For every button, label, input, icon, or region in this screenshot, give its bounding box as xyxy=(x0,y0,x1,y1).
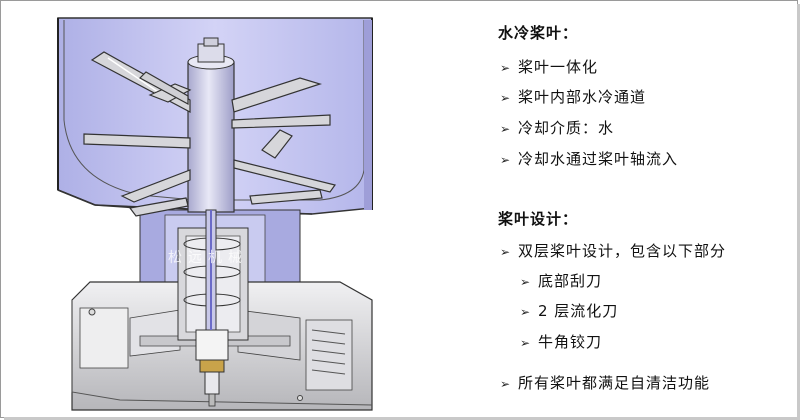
water-cooling-item: ➢桨叶一体化 xyxy=(500,58,599,76)
arrow-bullet-icon: ➢ xyxy=(500,153,512,167)
water-cooling-item: ➢冷却介质：水 xyxy=(500,119,615,137)
water-cooling-item: ➢冷却水通过桨叶轴流入 xyxy=(500,150,679,168)
arrow-bullet-icon: ➢ xyxy=(500,61,512,75)
blade-design-item: ➢双层桨叶设计，包含以下部分 xyxy=(500,242,727,260)
arrow-bullet-icon: ➢ xyxy=(500,122,512,136)
water-cooling-heading: 水冷桨叶： xyxy=(498,24,579,42)
arrow-bullet-icon: ➢ xyxy=(500,245,512,259)
arrow-bullet-icon: ➢ xyxy=(520,336,532,350)
impeller-blades xyxy=(83,51,337,217)
arrow-bullet-icon: ➢ xyxy=(500,377,512,391)
arrow-bullet-icon: ➢ xyxy=(520,275,532,289)
blade-design-sub-item: ➢2 层流化刀 xyxy=(520,302,619,320)
blade-design-heading: 桨叶设计： xyxy=(498,210,579,228)
arrow-bullet-icon: ➢ xyxy=(520,305,532,319)
watermark-text: 松远机械 xyxy=(168,250,248,266)
frame-shadow-bottom xyxy=(4,417,800,420)
bearing-block xyxy=(177,227,249,407)
frame-shadow-right xyxy=(797,4,800,420)
mixer-cutaway-illustration: 松远机械 xyxy=(57,17,373,411)
blade-design-sub-item: ➢牛角铰刀 xyxy=(520,333,603,351)
central-shaft xyxy=(187,37,235,331)
water-cooling-item: ➢桨叶内部水冷通道 xyxy=(500,88,647,106)
self-cleaning-note: ➢所有桨叶都满足自清洁功能 xyxy=(500,374,711,392)
blade-design-sub-item: ➢底部刮刀 xyxy=(520,272,603,290)
arrow-bullet-icon: ➢ xyxy=(500,91,512,105)
